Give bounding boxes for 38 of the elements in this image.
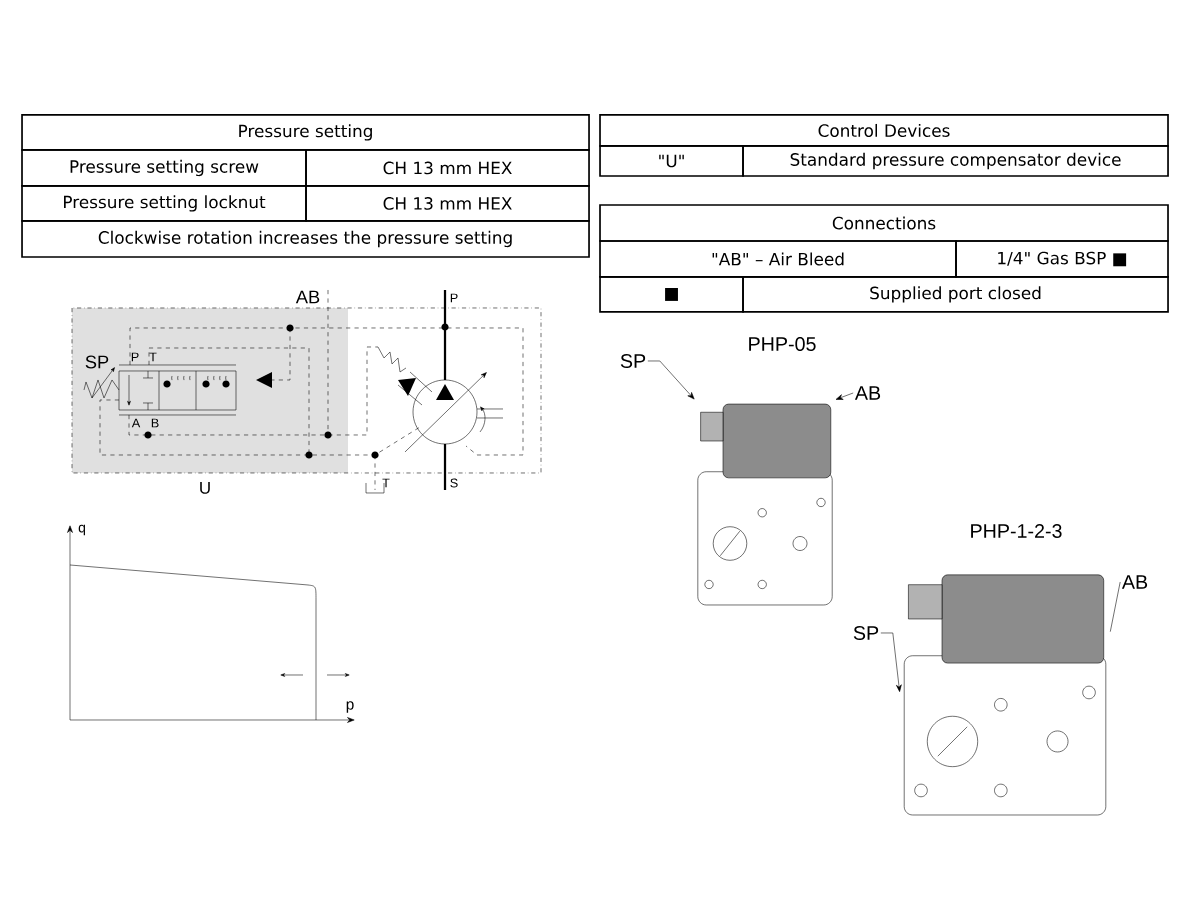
- model-caption: PHP-1-2-3: [971, 524, 1062, 538]
- port-label: S: [450, 478, 458, 488]
- table-cell: "AB" – Air Bleed: [599, 240, 957, 278]
- port-label: P: [450, 293, 458, 303]
- table-cell: Standard pressure compensator device: [742, 145, 1169, 177]
- table-cell: Control Devices: [599, 114, 1169, 147]
- model-caption: PHP-05: [749, 337, 816, 351]
- port-label: A: [131, 418, 141, 428]
- port-label: AB: [295, 290, 320, 304]
- port-label: B: [151, 418, 159, 428]
- leader-line: [835, 392, 854, 400]
- callout-label: SP: [853, 626, 879, 640]
- port-label: T: [149, 352, 157, 362]
- table-cell: "U": [599, 145, 744, 177]
- port-label: U: [200, 482, 210, 494]
- table-cell: Pressure setting locknut: [21, 185, 307, 222]
- table-cell: Supplied port closed: [742, 276, 1169, 313]
- table-cell: 1/4" Gas BSP ■: [955, 240, 1169, 278]
- port-label: SP: [85, 355, 109, 369]
- table-cell: CH 13 mm HEX: [305, 149, 590, 187]
- leader-line: [647, 360, 695, 400]
- pump-drawing: [903, 574, 1107, 816]
- table-cell: Pressure setting screw: [21, 149, 307, 187]
- leader-line: [1110, 581, 1121, 632]
- table-cell: Pressure setting: [21, 114, 590, 151]
- leader-line: [880, 632, 902, 692]
- table-cell: Connections: [599, 204, 1169, 242]
- callout-label: AB: [854, 386, 881, 400]
- table-cell: Clockwise rotation increases the pressure setting: [21, 220, 590, 258]
- table-cell: CH 13 mm HEX: [305, 185, 590, 222]
- callout-label: SP: [620, 354, 646, 368]
- port-label: P: [131, 352, 139, 362]
- table-cell: ■: [599, 276, 744, 313]
- pump-drawing: [697, 403, 833, 606]
- callout-label: AB: [1121, 575, 1148, 589]
- port-label: q: [78, 524, 85, 536]
- port-label: p: [346, 701, 354, 713]
- port-label: T: [382, 478, 390, 488]
